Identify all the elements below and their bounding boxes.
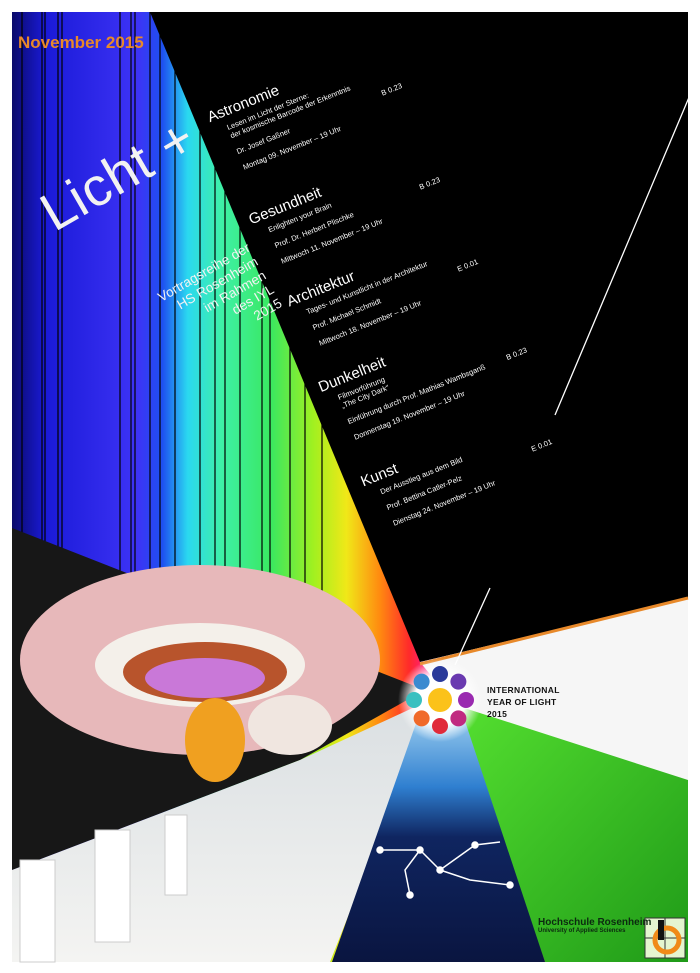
constellation (376, 841, 514, 899)
hs-rosenheim-logo (644, 917, 686, 959)
logo-petal (413, 673, 430, 690)
logo-petal (450, 673, 467, 690)
iyl-label: INTERNATIONAL YEAR OF LIGHT 2015 (487, 684, 560, 720)
constellation-image (332, 712, 545, 962)
logo-petal (413, 710, 430, 727)
event-month: November 2015 (18, 33, 144, 52)
program-background (150, 12, 688, 662)
green-laser-image (455, 705, 688, 962)
logo-petal (432, 718, 448, 734)
logo-petal (432, 666, 448, 682)
orange-divider (419, 596, 689, 666)
iyl-line: 2015 (487, 709, 508, 719)
logo-petal (406, 692, 422, 708)
iyl-line: INTERNATIONAL (487, 685, 560, 695)
iyl-logo (398, 658, 482, 742)
logo-petal (450, 710, 467, 727)
university-label: Hochschule Rosenheim University of Appli… (538, 918, 651, 935)
logo-petal (458, 692, 474, 708)
brain-illustration (20, 565, 380, 782)
university-subtitle: University of Applied Sciences (538, 928, 626, 934)
building-columns (19, 814, 188, 963)
iyl-line: YEAR OF LIGHT (487, 697, 557, 707)
light-ray-line (554, 94, 691, 416)
light-ray-line (454, 587, 491, 666)
university-name: Hochschule Rosenheim (538, 917, 652, 928)
